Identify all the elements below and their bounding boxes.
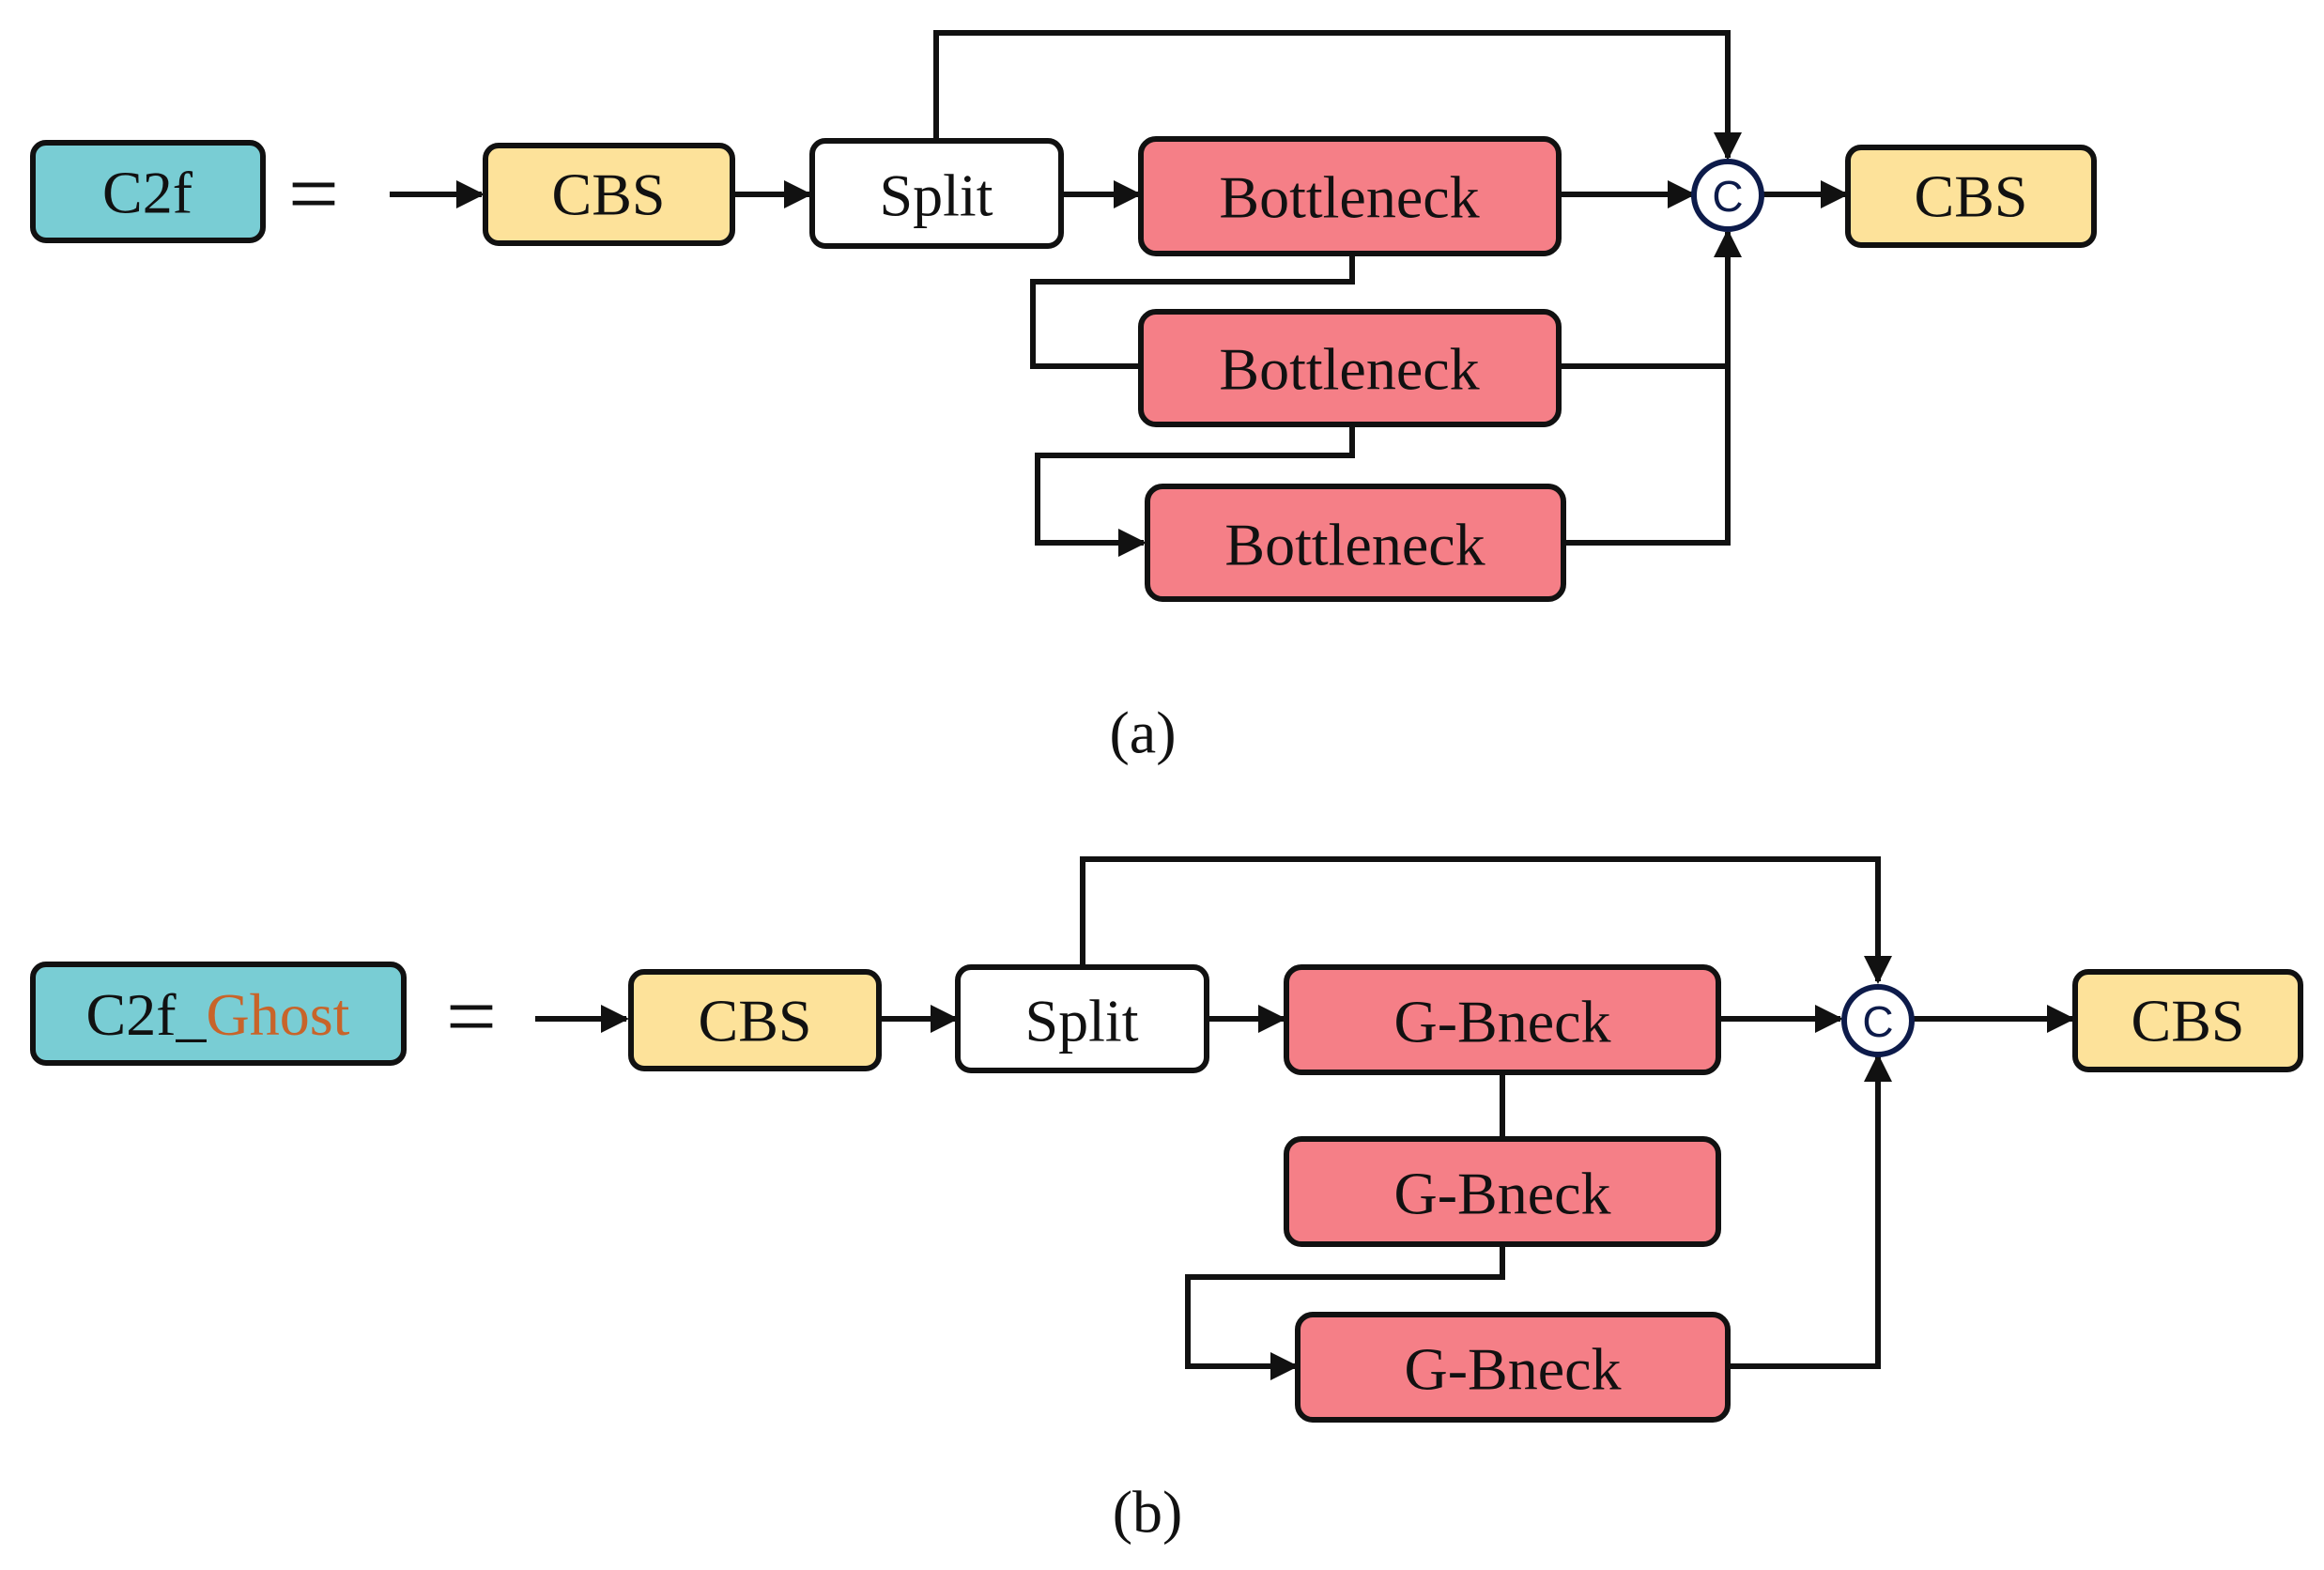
- link-bottleneck-2-to-3: [1035, 425, 1355, 557]
- concat-node-a: [1691, 159, 1764, 232]
- cbs-input-text-a: CBS: [552, 162, 666, 228]
- cbs-output-box-a: [1845, 145, 2097, 248]
- skip-split-to-concat-b: [1080, 856, 1892, 984]
- bottleneck-1-text: Bottleneck: [1219, 164, 1479, 231]
- cbs-input-box-a: [483, 143, 735, 246]
- c2f-label-box: [30, 140, 266, 243]
- bottleneck-3-text: Bottleneck: [1224, 512, 1485, 578]
- gbneck-3-text: G-Bneck: [1404, 1336, 1621, 1403]
- bottleneck-2-text: Bottleneck: [1219, 336, 1479, 403]
- panel-b-connections: [535, 856, 2075, 1380]
- equals-sign-b: =: [446, 966, 497, 1067]
- equals-sign-a: =: [288, 144, 339, 244]
- split-text-b: Split: [1025, 988, 1139, 1054]
- bottleneck-2-box: [1138, 309, 1562, 427]
- concat-node-b: [1841, 984, 1915, 1057]
- c2f-ghost-label-box: [30, 962, 407, 1066]
- concat-symbol-b: C: [1862, 997, 1893, 1046]
- gbneck-2-text: G-Bneck: [1393, 1161, 1610, 1227]
- panel-a: C2f = CBS Split Bottleneck Bottleneck Bo…: [30, 30, 2097, 766]
- bottleneck-1-box: [1138, 136, 1562, 256]
- concat-symbol-a: C: [1712, 172, 1743, 221]
- split-text-a: Split: [880, 162, 993, 229]
- split-box-a: [809, 138, 1064, 249]
- cbs-input-text-b: CBS: [699, 988, 812, 1054]
- caption-a: (a): [1109, 700, 1176, 766]
- split-box-b: [955, 964, 1209, 1073]
- c2f-label-text: C2f: [102, 160, 193, 226]
- panel-a-connections: [390, 30, 1849, 557]
- panel-b: C2f_Ghost = CBS Split G-Bneck G-Bneck G-…: [30, 856, 2303, 1546]
- gbneck-1-text: G-Bneck: [1393, 989, 1610, 1055]
- c2f-ghost-label-prefix: C2f_: [86, 981, 208, 1048]
- link-bottleneck-1-to-2: [1030, 254, 1355, 369]
- cbs-input-box-b: [628, 969, 882, 1071]
- merge-bottlenecks-to-concat: [1563, 229, 1742, 546]
- gbneck-3-box: [1295, 1312, 1731, 1423]
- c2f-ghost-label-suffix: Ghost: [207, 981, 350, 1048]
- skip-split-to-concat: [933, 30, 1742, 161]
- cbs-output-box-b: [2072, 969, 2303, 1072]
- gbneck-1-box: [1284, 964, 1721, 1075]
- cbs-output-text-b: CBS: [2132, 988, 2245, 1054]
- bottleneck-3-box: [1145, 484, 1566, 602]
- gbneck-2-box: [1284, 1136, 1721, 1247]
- link-gbneck-2-to-3: [1185, 1244, 1505, 1380]
- caption-b: (b): [1113, 1479, 1183, 1546]
- c2f-ghost-label-text: C2f_Ghost: [86, 981, 350, 1048]
- cbs-output-text-a: CBS: [1915, 163, 2028, 230]
- merge-gbneck-to-concat: [1728, 1054, 1892, 1369]
